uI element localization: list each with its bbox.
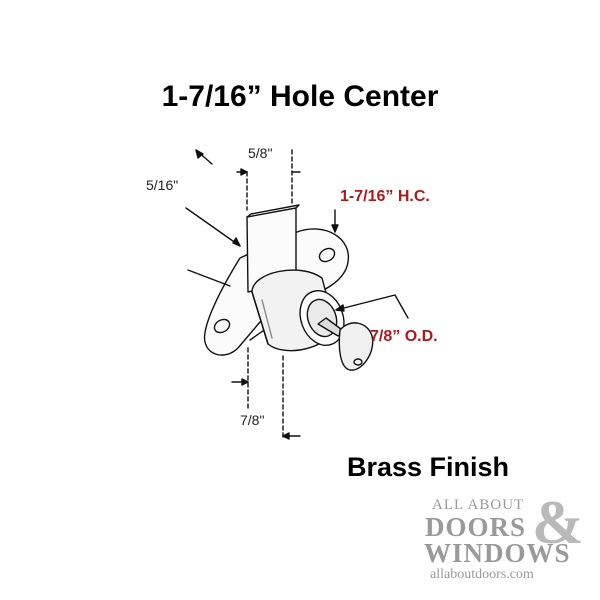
finish-label: Brass Finish <box>347 452 510 482</box>
mounting-hole-right <box>318 247 336 263</box>
dim-left-label: 5/16" <box>146 177 179 193</box>
mounting-hole-left <box>213 318 231 334</box>
key-bow <box>338 322 374 371</box>
outer-diameter-label: 7/8” O.D. <box>370 328 438 345</box>
dim-bottom-label: 7/8" <box>240 412 265 428</box>
dim-top-label: 5/8" <box>248 145 273 161</box>
logo-line2: DOORS <box>425 512 527 542</box>
logo-line3: WINDOWS <box>424 538 571 568</box>
logo-url: allaboutdoors.com <box>430 567 534 582</box>
logo-line1: ALL ABOUT <box>432 497 525 513</box>
hole-center-label: 1-7/16” H.C. <box>340 188 430 205</box>
title: 1-7/16” Hole Center <box>161 80 439 113</box>
logo-ampersand: & <box>532 489 584 557</box>
